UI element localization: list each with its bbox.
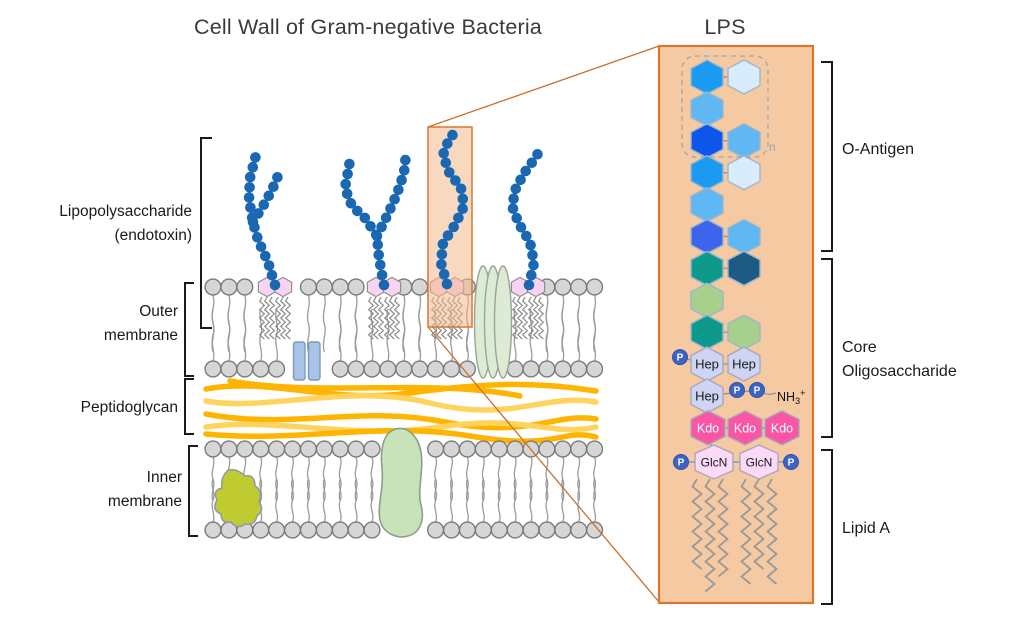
- outer-membrane: [204, 265, 604, 381]
- label-lipopolysaccharide-line1: Lipopolysaccharide: [59, 203, 192, 220]
- porin-protein: [307, 341, 321, 381]
- lps-bead-chains: [243, 129, 543, 291]
- sugar-hexagon: [727, 59, 761, 95]
- nh3-sub: 3: [795, 396, 801, 406]
- svg-text:Hep: Hep: [695, 389, 719, 404]
- label-peptidoglycan: Peptidoglycan: [18, 396, 178, 420]
- peptidoglycan-layer: [203, 378, 599, 444]
- phosphate-group: [673, 454, 689, 470]
- svg-text:Hep: Hep: [732, 357, 756, 372]
- label-inner-membrane: Inner membrane: [22, 466, 182, 514]
- phosphate-group: [729, 382, 745, 398]
- svg-text:Kdo: Kdo: [734, 421, 756, 435]
- svg-text:P: P: [788, 458, 795, 469]
- acyl-chain: [691, 478, 703, 570]
- acyl-chain: [766, 478, 778, 585]
- acyl-chain: [753, 478, 765, 570]
- outer-membrane-protein: [493, 265, 513, 379]
- acyl-chain: [717, 478, 729, 578]
- svg-text:Kdo: Kdo: [771, 421, 793, 435]
- svg-text:P: P: [678, 458, 685, 469]
- nh3-base: NH: [777, 390, 796, 404]
- phosphate-group: [783, 454, 799, 470]
- sugar-hexagon: [727, 154, 761, 191]
- label-peptidoglycan-line1: Peptidoglycan: [80, 399, 178, 416]
- label-o-antigen: O-Antigen: [842, 141, 915, 158]
- label-lipopolysaccharide: Lipopolysaccharide (endotoxin): [0, 200, 192, 248]
- lipid-a: GlcN GlcN P P: [673, 444, 799, 593]
- phosphate-group: [672, 349, 688, 366]
- acyl-chain: [740, 478, 752, 585]
- inner-membrane-small-protein: [214, 468, 263, 528]
- label-lipid-a: Lipid A: [842, 520, 891, 537]
- phosphate-group: [749, 382, 765, 398]
- label-core-line2: Oligosaccharide: [842, 363, 957, 380]
- label-inner-line1: Inner: [146, 469, 182, 486]
- acyl-chain: [704, 478, 716, 593]
- sugar-hexagon: [764, 410, 800, 446]
- label-outer-line2: membrane: [103, 327, 178, 344]
- brackets: [184, 61, 833, 605]
- svg-text:P: P: [754, 386, 761, 397]
- o-antigen-chain: [690, 59, 761, 255]
- svg-text:P: P: [677, 353, 684, 364]
- porin-protein: [292, 341, 306, 381]
- repeat-unit-n: n: [769, 140, 776, 154]
- label-nh3: NH3+: [777, 388, 805, 406]
- sugar-hexagon: [690, 410, 726, 446]
- sugar-hexagon: [727, 346, 761, 382]
- label-inner-line2: membrane: [107, 493, 182, 510]
- lps-panel-title: LPS: [704, 15, 746, 39]
- inner-membrane-large-protein: [378, 427, 424, 538]
- sugar-hexagon: [694, 444, 734, 480]
- repeat-unit-box: [681, 55, 769, 158]
- sugar-hexagon: [727, 410, 763, 446]
- label-lipopolysaccharide-line2: (endotoxin): [114, 227, 192, 244]
- label-outer-membrane: Outer membrane: [18, 300, 178, 348]
- svg-text:Kdo: Kdo: [697, 421, 719, 435]
- svg-text:P: P: [734, 386, 741, 397]
- inner-membrane: [204, 427, 604, 539]
- svg-text:GlcN: GlcN: [746, 456, 773, 470]
- label-outer-line1: Outer: [139, 303, 178, 320]
- sugar-hexagon: [727, 250, 761, 287]
- figure-title: Cell Wall of Gram-negative Bacteria: [194, 15, 542, 39]
- nh3-sup: +: [800, 388, 806, 398]
- svg-text:GlcN: GlcN: [701, 456, 728, 470]
- label-core-oligosaccharide: Core Oligosaccharide: [842, 336, 1002, 384]
- svg-text:Hep: Hep: [695, 357, 719, 372]
- label-core-line1: Core: [842, 339, 877, 356]
- zoom-connector-lines: [427, 45, 660, 603]
